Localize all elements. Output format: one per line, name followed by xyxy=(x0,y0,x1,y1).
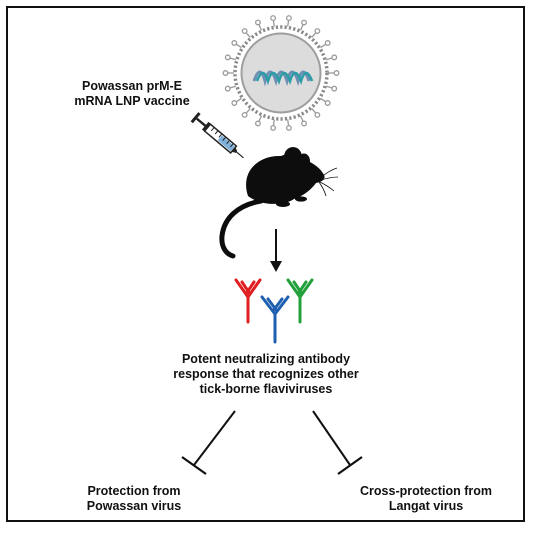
spike-stem xyxy=(272,20,275,27)
vaccine-label: Powassan prM-E mRNA LNP vaccine xyxy=(62,79,202,109)
lnp-particle-icon xyxy=(222,15,340,131)
spike-stem xyxy=(320,97,326,103)
spike-stem xyxy=(299,24,304,31)
spike-stem xyxy=(299,115,304,122)
spike-tip xyxy=(314,111,321,118)
spike-stem xyxy=(311,32,317,38)
spike-tip xyxy=(333,70,340,76)
spike-stem xyxy=(245,108,251,114)
spike-stem xyxy=(229,85,237,89)
spike-tip xyxy=(301,19,308,26)
mouse-icon xyxy=(219,147,339,259)
down-arrow xyxy=(270,229,282,272)
antibody-response-label: Potent neutralizing antibody response th… xyxy=(150,352,382,397)
spike-tip xyxy=(324,100,331,106)
spike-stem xyxy=(311,108,317,114)
response-label-line: Potent neutralizing antibody xyxy=(181,352,351,366)
spike-stem xyxy=(236,97,242,103)
spike-tip xyxy=(285,15,292,22)
spike-tip xyxy=(231,40,238,46)
powassan-protection-label: Protection from Powassan virus xyxy=(64,484,204,514)
spike-tip xyxy=(254,19,261,26)
spike-tip xyxy=(241,28,248,35)
spike-stem xyxy=(258,24,263,31)
spike-tip xyxy=(301,120,308,127)
spike-stem xyxy=(258,115,263,122)
spike-stem xyxy=(287,119,290,126)
spike-stem xyxy=(320,43,326,49)
mrna-strand-icon xyxy=(252,70,314,87)
antibody-left-icon xyxy=(234,278,262,324)
protection-label-line: Langat virus xyxy=(388,499,464,513)
spike-tip xyxy=(270,124,277,131)
spike-tip xyxy=(241,111,248,118)
spike-stem xyxy=(325,85,333,89)
inhibition-left xyxy=(181,410,236,475)
spike-stem xyxy=(272,119,275,126)
spike-tip xyxy=(314,28,321,35)
langat-protection-label: Cross-protection from Langat virus xyxy=(346,484,506,514)
protection-label-line: Protection from xyxy=(87,484,181,498)
inhibition-right xyxy=(312,410,363,475)
spike-tip xyxy=(224,54,231,61)
spike-tip xyxy=(285,124,292,131)
spike-tip xyxy=(254,120,261,127)
spike-stem xyxy=(325,57,333,61)
vaccine-label-line: Powassan prM-E xyxy=(81,79,183,93)
protection-label-line: Powassan virus xyxy=(86,499,182,513)
spike-stem xyxy=(229,57,237,61)
spike-tip xyxy=(222,70,229,76)
spike-tip xyxy=(270,15,277,22)
spike-tip xyxy=(331,85,338,92)
vaccine-label-line: mRNA LNP vaccine xyxy=(74,94,190,108)
spike-tip xyxy=(331,54,338,61)
antibody-center-icon xyxy=(260,295,290,344)
spike-tip xyxy=(231,100,238,106)
spike-tip xyxy=(324,40,331,46)
response-label-line: tick-borne flaviviruses xyxy=(199,382,333,396)
spike-stem xyxy=(245,32,251,38)
antibody-right-icon xyxy=(286,278,314,324)
spike-stem xyxy=(236,43,242,49)
spike-stem xyxy=(287,20,290,27)
protection-label-line: Cross-protection from xyxy=(360,484,492,498)
spike-tip xyxy=(224,85,231,92)
syringe-icon xyxy=(190,112,244,159)
response-label-line: response that recognizes other xyxy=(173,367,359,381)
